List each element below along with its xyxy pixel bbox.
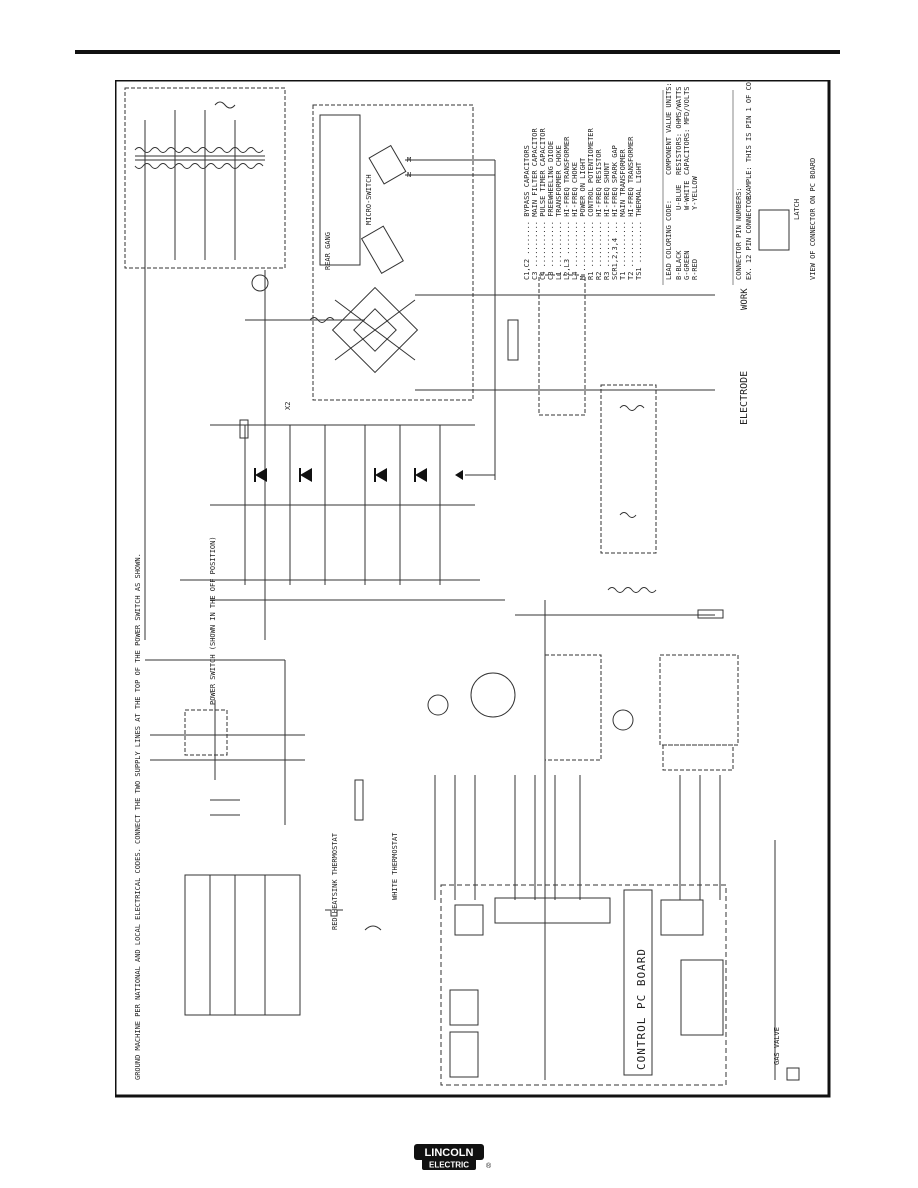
- connector-j2: [660, 899, 704, 936]
- output-pot-box: [659, 654, 739, 746]
- pin-m-label: M: [407, 156, 411, 164]
- lincoln-electric-logo: LINCOLN ELECTRIC ®: [414, 1144, 492, 1170]
- wiring-diagram: WORK ELECTRODE MICRO-SWITCH REAR GANG X2…: [115, 80, 831, 1098]
- connector-pin-diagram: [758, 209, 790, 251]
- lead-color-code: R-RED: [691, 259, 699, 280]
- legend-item: TS1 .......... THERMAL LIGHT: [635, 161, 643, 280]
- x2-label: X2: [284, 402, 292, 410]
- legend-item: L2,L3 ........ HI-FREQ TRANSFORMER: [563, 136, 571, 280]
- connector-j5: [449, 1031, 479, 1078]
- lead-color-code: W-WHITE: [683, 180, 691, 210]
- pin-n-label: N: [407, 171, 411, 179]
- pot-r1: [470, 672, 516, 718]
- legend-item: R2 ........... HI-FREQ RESISTOR: [595, 149, 603, 280]
- latch-label: LATCH: [793, 199, 801, 220]
- lead-color-code: B-BLACK: [675, 250, 683, 280]
- connector-example2: EXAMPLE: THIS IS PIN 1 OF CONNECTOR J4: [745, 80, 753, 200]
- thermal-light: [612, 709, 634, 731]
- diodes: [254, 468, 463, 482]
- legend-item: CB ........... FREEWHEELING DIODE: [547, 141, 555, 280]
- output-contactor: [538, 274, 586, 416]
- component-units-title: COMPONENT VALUE UNITS:: [665, 82, 673, 175]
- legend-item: R1 ........... CONTROL POTENTIOMETER: [587, 127, 595, 280]
- board-title-box: [623, 889, 653, 1076]
- legend-item: SCR1,2,3,4 ... HI-FREQ SPARK GAP: [611, 145, 619, 280]
- connector-j3: [680, 959, 724, 1036]
- ground-note: GROUND MACHINE PER NATIONAL AND LOCAL EL…: [134, 553, 142, 1080]
- ground-block: [184, 874, 301, 1016]
- control-pc-board: [440, 884, 727, 1086]
- legend-item: C1,C2 ........ BYPASS CAPACITORS: [523, 145, 531, 280]
- main-transformer-box: [124, 87, 286, 269]
- connector-j4: [449, 989, 479, 1026]
- connector-j1: [494, 897, 611, 924]
- gas-valve-solenoid: [786, 1067, 800, 1081]
- connector-title: CONNECTOR PIN NUMBERS:: [735, 187, 743, 280]
- white-thermostat-label: WHITE THERMOSTAT: [391, 832, 399, 900]
- legend-item: T1 ........... MAIN TRANSFORMER: [619, 149, 627, 280]
- pilot-lamp: [427, 694, 449, 716]
- micro-switch-box: [319, 114, 361, 266]
- component-unit: CAPACITORS: MFD/VOLTS: [683, 86, 691, 175]
- legend-item: T2 ........... HI-FREQ TRANSFORMER: [627, 136, 635, 280]
- logo-line1: LINCOLN: [425, 1147, 474, 1159]
- power-switch: [184, 709, 228, 756]
- legend-item: C3 ........... MAIN FILTER CAPACITOR: [531, 127, 539, 280]
- gas-valve-label: GAS VALVE: [773, 1027, 781, 1065]
- logo-registered: ®: [486, 1162, 492, 1170]
- lead-color-code: Y-YELLOW: [691, 175, 699, 210]
- rectifier-box: [312, 104, 474, 401]
- micro-switch-label: MICRO-SWITCH: [365, 174, 373, 225]
- logo-line2: ELECTRIC: [429, 1161, 469, 1170]
- work-label: WORK: [740, 288, 750, 310]
- connector-view: VIEW OF CONNECTOR ON PC BOARD: [809, 158, 817, 280]
- legend-item: C4 ........... PULSE TIMER CAPACITOR: [539, 127, 547, 280]
- lead-color-code: G-GREEN: [683, 250, 691, 280]
- control-board-label: CONTROL PC BOARD: [635, 948, 648, 1070]
- connector-example: EX. 12 PIN CONNECTOR: [745, 195, 753, 280]
- relay: [454, 904, 484, 936]
- diagram-frame: [115, 80, 831, 1098]
- fan-motor: [251, 274, 269, 292]
- lead-color-code: U-BLUE: [675, 185, 683, 210]
- legend: C1,C2 ........ BYPASS CAPACITORS C3 ....…: [523, 80, 817, 280]
- terminal-strip: [662, 744, 734, 771]
- legend-item: M ............ POWER ON LIGHT: [579, 157, 587, 280]
- rear-gang-label: REAR GANG: [324, 232, 332, 270]
- lead-color-title: LEAD COLORING CODE:: [665, 200, 673, 280]
- header-rule: [75, 50, 840, 54]
- legend-item: R3 ........... HI-FREQ SHUNT: [603, 161, 611, 280]
- component-unit: RESISTORS: OHMS/WATTS: [675, 86, 683, 175]
- power-switch-note: POWER SWITCH (SHOWN IN THE OFF POSITION): [209, 536, 217, 705]
- legend-item: L1 ........... TRANSFORMER CHOKE: [555, 145, 563, 280]
- red-thermostat-label: RED HEATSINK THERMOSTAT: [331, 832, 339, 930]
- hi-freq-box: [600, 384, 657, 554]
- legend-item: L4 ........... HI-FREQ CHOKE: [571, 162, 579, 280]
- electrode-label: ELECTRODE: [739, 371, 750, 425]
- pot-box: [544, 654, 602, 761]
- rectifier-bridge: [331, 286, 419, 374]
